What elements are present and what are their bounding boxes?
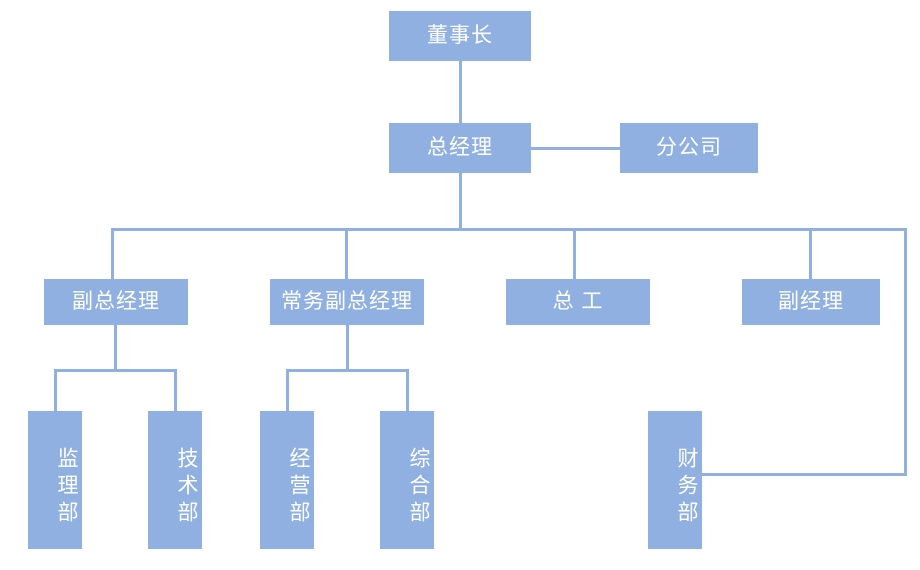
node-general-manager-label: 总经理: [427, 136, 493, 160]
connector-to-technical-dept: [174, 369, 177, 413]
node-business-dept[interactable]: 经营部: [260, 411, 314, 549]
node-finance-dept-label: 财务部: [675, 446, 698, 528]
node-executive-deputy-gm[interactable]: 常务副总经理: [270, 279, 424, 325]
connector-executive-deputy-gm-bus: [286, 369, 409, 372]
node-chief-engineer-label: 总 工: [552, 290, 604, 314]
connector-right-rail: [904, 228, 907, 476]
connector-bus-to-chief-engineer: [573, 228, 576, 280]
node-technical-dept-label: 技术部: [175, 446, 198, 528]
node-deputy-manager[interactable]: 副经理: [742, 279, 880, 325]
node-supervision-dept[interactable]: 监理部: [28, 411, 82, 549]
node-executive-deputy-gm-label: 常务副总经理: [281, 290, 413, 314]
connector-deputy-gm-stem: [114, 325, 117, 371]
node-finance-dept[interactable]: 财务部: [648, 411, 702, 549]
connector-bus-to-deputy-manager: [809, 228, 812, 280]
node-chief-engineer[interactable]: 总 工: [506, 279, 650, 325]
node-branch-company-label: 分公司: [656, 136, 722, 160]
connector-executive-deputy-gm-stem: [346, 325, 349, 371]
connector-to-general-affairs-dept: [406, 369, 409, 413]
node-chairman[interactable]: 董事长: [389, 11, 531, 61]
connector-gm-to-branch: [529, 147, 621, 150]
node-general-manager[interactable]: 总经理: [389, 123, 531, 173]
node-deputy-manager-label: 副经理: [778, 290, 844, 314]
connector-level3-bus: [111, 228, 907, 231]
connector-to-supervision-dept: [54, 369, 57, 413]
connector-bus-to-deputy-gm: [111, 228, 114, 280]
connector-gm-stem: [459, 171, 462, 230]
connector-to-business-dept: [286, 369, 289, 413]
node-business-dept-label: 经营部: [287, 446, 310, 528]
node-chairman-label: 董事长: [427, 24, 493, 48]
connector-deputy-gm-bus: [54, 369, 177, 372]
connector-rail-to-finance: [700, 473, 907, 476]
node-branch-company[interactable]: 分公司: [620, 123, 758, 173]
node-general-affairs-dept-label: 综合部: [407, 446, 430, 528]
connector-chairman-to-gm: [459, 59, 462, 127]
connector-bus-to-executive-deputy-gm: [345, 228, 348, 280]
node-supervision-dept-label: 监理部: [55, 446, 78, 528]
node-deputy-gm[interactable]: 副总经理: [44, 279, 188, 325]
node-deputy-gm-label: 副总经理: [72, 290, 160, 314]
node-general-affairs-dept[interactable]: 综合部: [380, 411, 434, 549]
node-technical-dept[interactable]: 技术部: [148, 411, 202, 549]
